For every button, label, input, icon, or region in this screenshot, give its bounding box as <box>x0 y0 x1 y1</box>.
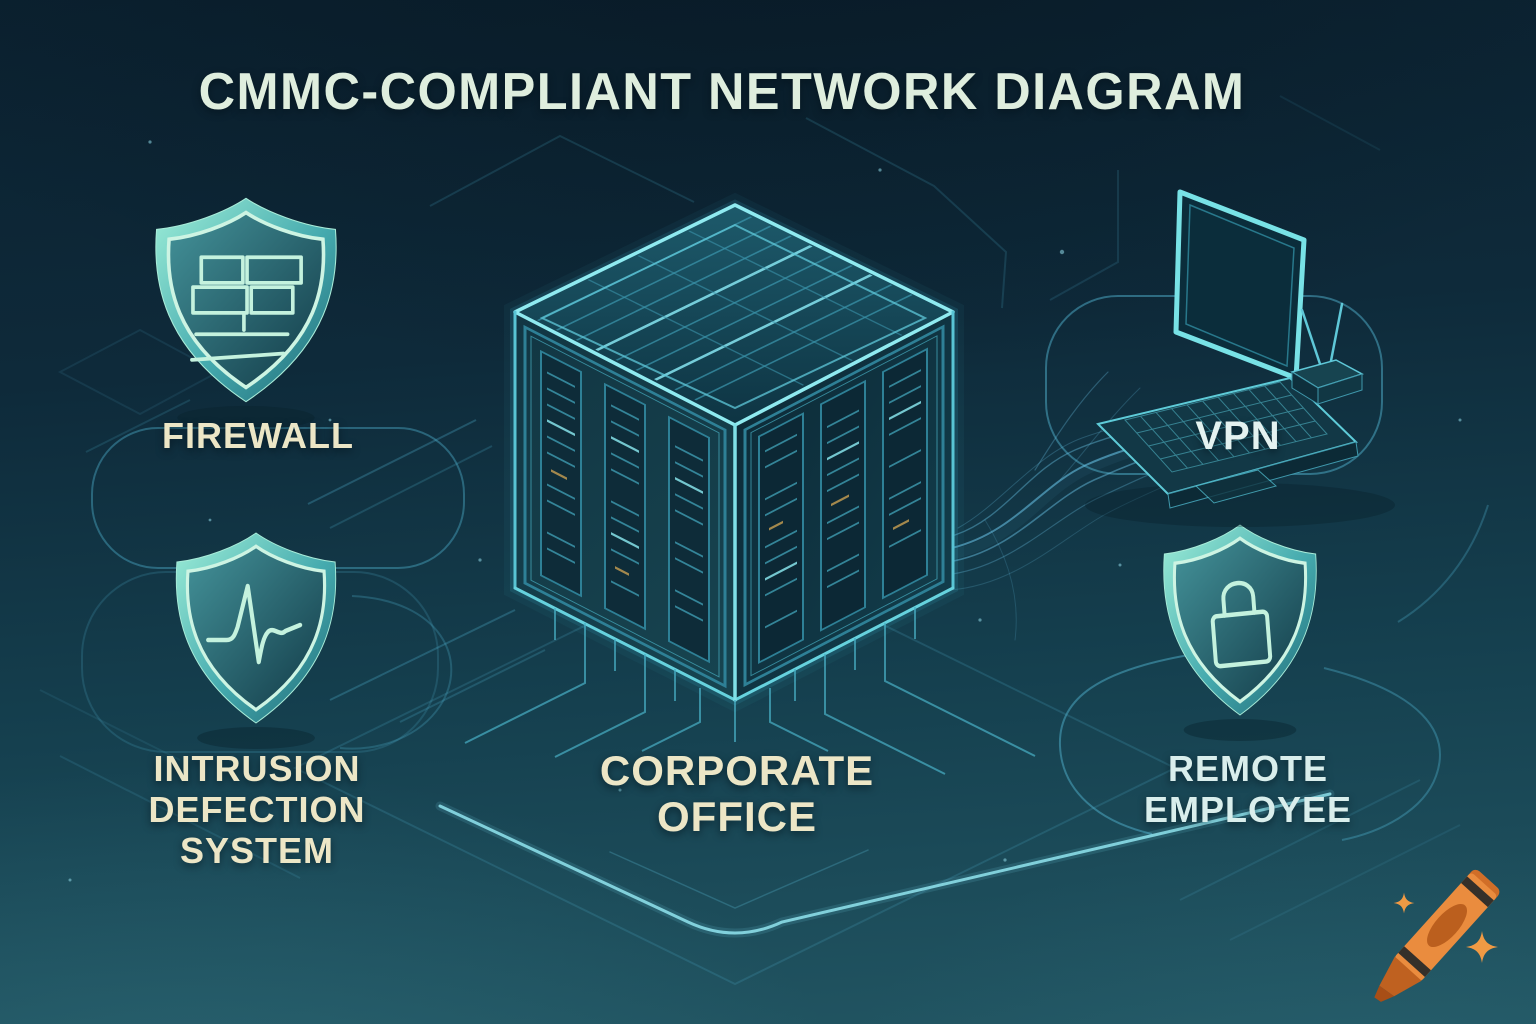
remote-employee-label-line-2: EMPLOYEE <box>1143 789 1353 830</box>
diagram-title: CMMC-COMPLIANT NETWORK DIAGRAM <box>198 63 1246 121</box>
ids-label-line-1: INTRUSION <box>153 748 361 789</box>
laptop-touchpad <box>1194 469 1278 504</box>
remote-employee-label-line-1: REMOTE <box>1167 748 1329 789</box>
cube-pins-and-traces <box>464 607 1036 775</box>
firewall-label: FIREWALL <box>162 415 354 456</box>
intrusion-detection-shield <box>175 532 337 749</box>
ids-label-line-3: SYSTEM <box>179 830 335 871</box>
corporate-office-label-line-2: OFFICE <box>656 793 817 840</box>
remote-employee-label: REMOTE EMPLOYEE <box>1144 748 1352 830</box>
laptop-keyboard <box>1125 382 1327 472</box>
corporate-office-label: CORPORATE OFFICE <box>600 748 874 840</box>
sparkle-icon <box>1393 892 1415 914</box>
pulse-icon <box>206 583 303 665</box>
ground-traces <box>435 789 1335 938</box>
padlock-icon <box>1210 580 1273 669</box>
vpn-router <box>1290 302 1364 405</box>
crayon-logo <box>1374 869 1500 1002</box>
sparkle-icon <box>1466 931 1498 963</box>
brick-wall-icon <box>190 255 303 362</box>
cube-left-face <box>515 312 735 702</box>
remote-employee-shield <box>1163 524 1317 741</box>
intrusion-detection-system-label: INTRUSION DEFECTION SYSTEM <box>148 748 365 871</box>
cube-right-face <box>735 311 953 700</box>
corporate-office-cube <box>464 192 1036 775</box>
cube-top-face <box>513 203 955 427</box>
corporate-office-label-line-1: CORPORATE <box>599 747 875 794</box>
firewall-shield <box>155 197 337 430</box>
background-dots <box>68 140 1462 882</box>
ids-label-line-2: DEFECTION <box>148 789 366 830</box>
laptop-screen <box>1173 189 1307 381</box>
vpn-label: VPN <box>1195 414 1281 458</box>
vpn-laptop <box>1085 189 1395 527</box>
